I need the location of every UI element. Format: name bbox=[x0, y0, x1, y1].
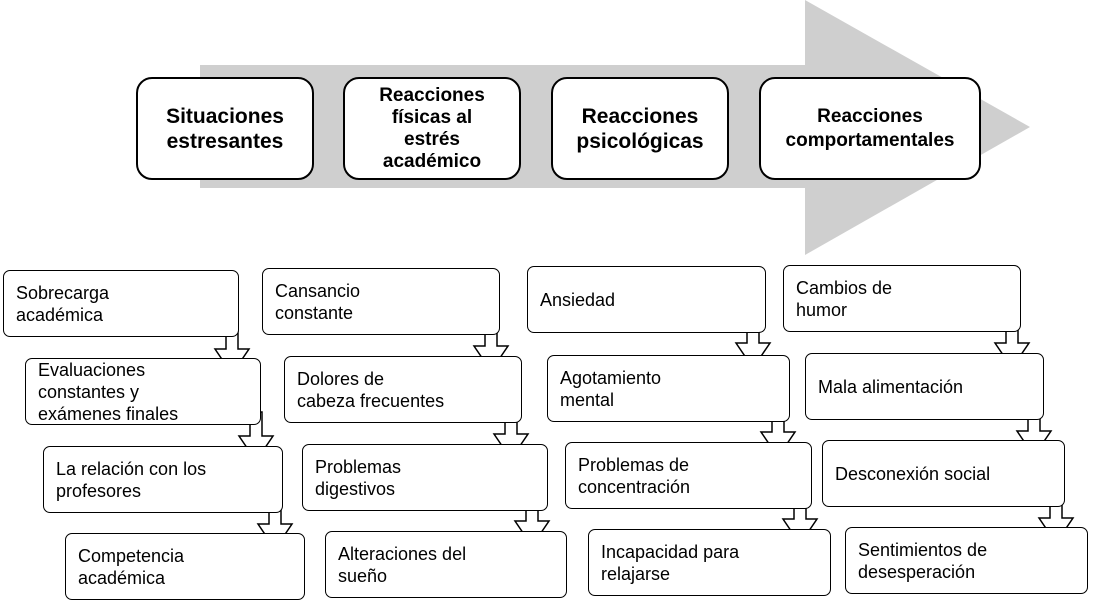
item-label: Evaluaciones constantes y exámenes final… bbox=[38, 359, 179, 424]
item-label: Sobrecarga académica bbox=[16, 282, 110, 325]
item-label: La relación con los profesores bbox=[56, 458, 207, 501]
item-box: Incapacidad para relajarse bbox=[588, 529, 831, 596]
item-box: Sentimientos de desesperación bbox=[845, 527, 1088, 594]
item-label: Incapacidad para relajarse bbox=[601, 541, 740, 584]
item-label: Sentimientos de desesperación bbox=[858, 539, 988, 582]
stage-situaciones-estresantes: Situaciones estresantes bbox=[136, 77, 314, 180]
item-box: Alteraciones del sueño bbox=[325, 531, 567, 598]
item-label: Problemas digestivos bbox=[315, 456, 402, 499]
item-label: Dolores de cabeza frecuentes bbox=[297, 368, 445, 411]
item-label: Desconexión social bbox=[835, 463, 991, 484]
item-label: Cambios de humor bbox=[796, 277, 893, 320]
stage-label: Reacciones psicológicas bbox=[576, 104, 704, 153]
stage-reacciones-comportamentales: Reacciones comportamentales bbox=[759, 77, 981, 180]
item-label: Competencia académica bbox=[78, 545, 185, 588]
item-box: Problemas digestivos bbox=[302, 444, 548, 511]
item-label: Agotamiento mental bbox=[560, 367, 662, 410]
item-box: Competencia académica bbox=[65, 533, 305, 600]
item-label: Problemas de concentración bbox=[578, 454, 691, 497]
item-box: Cansancio constante bbox=[262, 268, 500, 335]
item-label: Cansancio constante bbox=[275, 280, 361, 323]
item-box: Evaluaciones constantes y exámenes final… bbox=[25, 358, 261, 425]
item-box: Cambios de humor bbox=[783, 265, 1021, 332]
item-box: Ansiedad bbox=[527, 266, 766, 333]
item-label: Ansiedad bbox=[540, 289, 616, 310]
stage-label: Reacciones comportamentales bbox=[785, 105, 955, 151]
item-box: Sobrecarga académica bbox=[3, 270, 239, 337]
stage-reacciones-psicologicas: Reacciones psicológicas bbox=[551, 77, 729, 180]
item-label: Mala alimentación bbox=[818, 376, 964, 397]
stage-label: Reacciones físicas al estrés académico bbox=[379, 84, 485, 172]
stage-reacciones-fisicas: Reacciones físicas al estrés académico bbox=[343, 77, 521, 180]
item-box: Dolores de cabeza frecuentes bbox=[284, 356, 522, 423]
item-box: Desconexión social bbox=[822, 440, 1065, 507]
item-box: Problemas de concentración bbox=[565, 442, 812, 509]
stage-label: Situaciones estresantes bbox=[166, 104, 284, 153]
item-box: La relación con los profesores bbox=[43, 446, 283, 513]
item-box: Agotamiento mental bbox=[547, 355, 790, 422]
item-label: Alteraciones del sueño bbox=[338, 543, 467, 586]
item-box: Mala alimentación bbox=[805, 353, 1044, 420]
